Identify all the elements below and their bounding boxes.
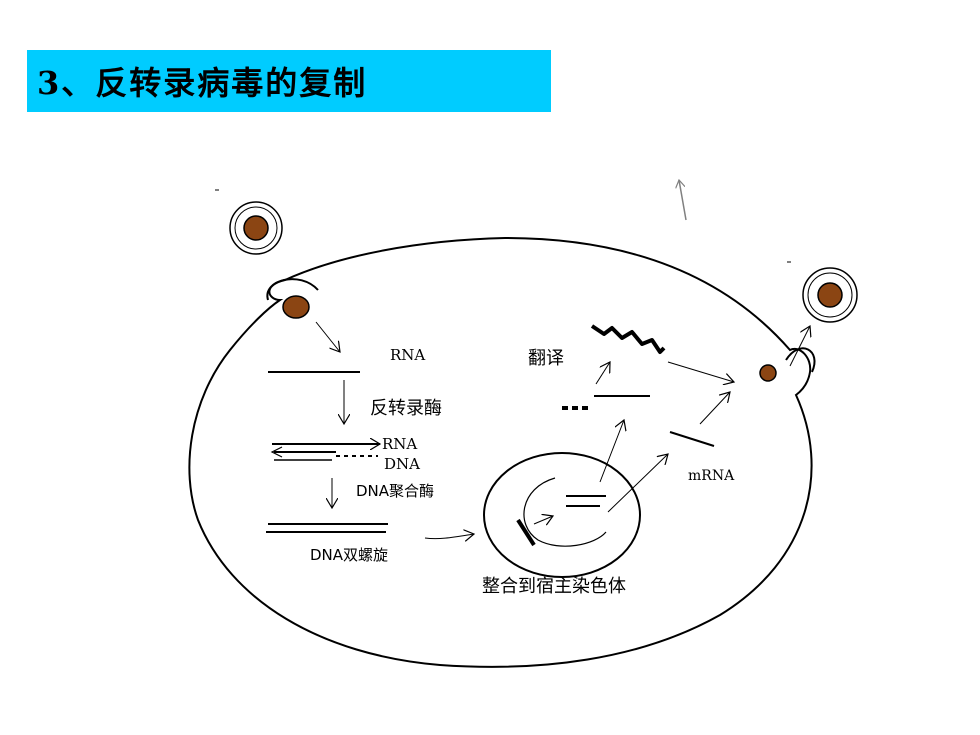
arrow-mrna-to-bud: [699, 392, 730, 425]
label-translation: 翻译: [528, 348, 564, 369]
arrow-grey-up: [679, 180, 687, 221]
label-reverse-transcriptase: 反转录酶: [370, 398, 442, 419]
label-integration: 整合到宿主染色体: [482, 576, 626, 597]
arrow-protein-to-bud: [667, 361, 734, 382]
host-nucleus: [483, 452, 641, 578]
arrow-nucleus-to-translation: [599, 420, 624, 483]
arrow-integration: [533, 516, 553, 524]
label-mrna: mRNA: [688, 468, 735, 484]
virus-particle-released: [802, 267, 858, 323]
virus-particle-outside: [229, 201, 283, 255]
protein-chain: [590, 324, 666, 354]
dna-hybrid-arrowhead: [270, 446, 283, 458]
label-dna-polymerase: DNA聚合酶: [356, 482, 434, 500]
mrna-strand: [669, 431, 715, 447]
budding-bump: [785, 347, 816, 373]
label-rna-top: RNA: [390, 346, 425, 364]
label-rna-hybrid: RNA: [382, 435, 417, 453]
label-dna-hybrid: DNA: [384, 455, 420, 473]
virus-core-entering: [282, 295, 310, 319]
page-title: 3、反转录病毒的复制: [37, 64, 368, 102]
title-bar: 3、反转录病毒的复制: [27, 50, 551, 112]
arrow-nucleus-to-mrna: [607, 454, 668, 513]
label-dna-double-helix: DNA双螺旋: [310, 546, 388, 564]
host-chromosome: [523, 477, 607, 547]
entry-bump: [266, 278, 319, 301]
arrow-to-protein: [595, 362, 610, 385]
arrow-release: [789, 326, 810, 367]
host-cell-membrane: [188, 236, 813, 668]
integrated-dna: [516, 518, 536, 547]
arrow-entry: [315, 321, 340, 352]
virus-core-budding: [759, 364, 777, 382]
arrow-to-nucleus: [424, 534, 474, 539]
